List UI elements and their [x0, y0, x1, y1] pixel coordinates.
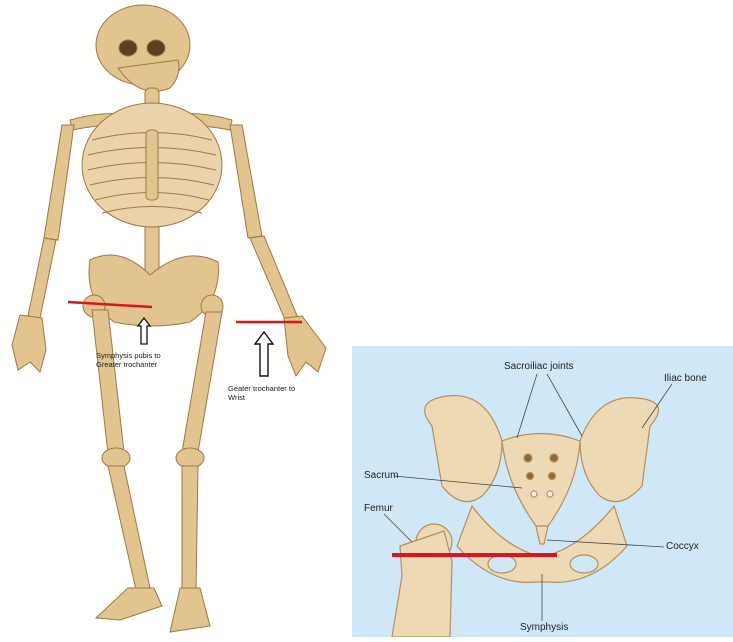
right-forearm — [250, 236, 298, 322]
skeleton-illustration: Symphysis pubis to Greater trochanter Ge… — [0, 0, 345, 637]
label-symphysis: Symphysis — [520, 622, 568, 633]
left-humerus — [44, 125, 74, 240]
left-iliac-bone — [425, 396, 502, 502]
right-hand — [284, 316, 326, 376]
label-sacrum: Sacrum — [364, 470, 398, 481]
left-knee — [102, 448, 130, 468]
right-iliac-bone — [580, 398, 658, 502]
skeleton-drawing — [0, 0, 345, 637]
right-humerus — [230, 125, 262, 238]
label-trochanter-to-wrist: Geater trochanter to Wrist — [228, 384, 295, 402]
left-foot — [96, 588, 162, 620]
pelvis-drawing — [352, 346, 733, 637]
right-foot — [170, 588, 210, 632]
label-coccyx: Coccyx — [666, 541, 699, 552]
label-symphysis-to-trochanter: Symphysis pubis to Greater trochanter — [96, 351, 161, 369]
left-forearm — [28, 238, 56, 318]
right-knee — [176, 448, 204, 468]
right-femur — [182, 312, 222, 452]
left-femur — [92, 310, 124, 454]
right-tibia — [182, 466, 198, 590]
sacrum — [502, 434, 580, 527]
pelvis-diagram-panel: Sacroiliac joints Iliac bone Sacrum Femu… — [352, 346, 733, 637]
femur-bone — [392, 531, 452, 637]
label-femur: Femur — [364, 503, 393, 514]
label-sacroiliac-joints: Sacroiliac joints — [504, 361, 573, 372]
left-hand — [12, 315, 46, 372]
label-iliac-bone: Iliac bone — [664, 373, 707, 384]
coccyx — [536, 526, 548, 544]
sternum — [146, 130, 158, 200]
arrow-right — [255, 332, 273, 376]
left-tibia — [108, 466, 150, 590]
